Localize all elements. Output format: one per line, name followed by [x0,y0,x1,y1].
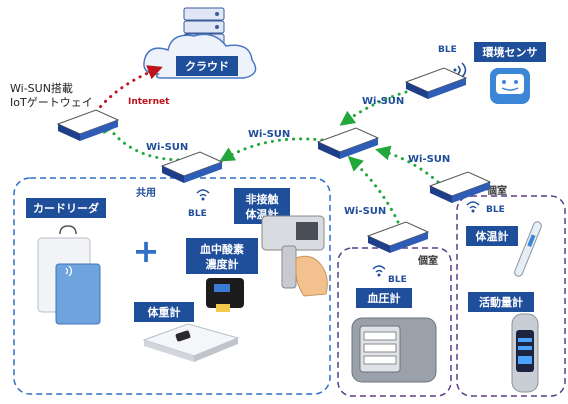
wisun-label-3: Wi-SUN [362,96,404,107]
room-2-title: 個室 [486,184,507,197]
shared-area-title: 共用 [136,186,156,199]
card-reader-label-box [26,198,106,218]
blood-pressure-label: 血圧計 [368,291,401,305]
oximeter-label-1: 血中酸素 [200,242,244,256]
thermometer-label: 体温計 [476,229,509,243]
wisun-module-room2 [428,171,492,203]
wisun-link-4 [375,145,440,184]
scale-icon [142,323,240,362]
wireless-icon [453,62,467,78]
card-reader-label: カードリーダ [33,201,99,215]
wisun-label-4: Wi-SUN [408,154,450,165]
contactless-thermometer-label-1: 非接触 [246,192,279,206]
scale-label-box [134,302,194,322]
blood-pressure-label-box [356,288,412,308]
env-sensor-ble-label: BLE [438,45,457,55]
internet-label: Internet [128,97,170,107]
gateway-device [56,109,120,141]
contactless-thermometer-icon [261,215,328,297]
wisun-label-5: Wi-SUN [344,206,386,217]
wireless-icon [372,265,386,277]
internet-link [94,65,163,114]
wisun-module-env [404,67,468,99]
shared-area-border [13,177,331,395]
thermometer-label-box [466,226,518,246]
env-sensor-label: 環境センサ [483,45,538,59]
wisun-label-1: Wi-SUN [146,142,188,153]
env-sensor-label-box [474,42,546,62]
shared-ble-label: BLE [188,209,207,219]
wisun-link-3 [339,90,408,126]
wisun-link-5 [347,155,400,224]
card-reader-icon [37,225,101,325]
env-sensor-device-icon [490,68,530,104]
room1-ble-label: BLE [388,275,407,285]
gateway-label-line1: Wi-SUN搭載 [10,82,73,95]
oximeter-icon [206,278,244,312]
blood-pressure-monitor-icon [351,317,437,383]
thermometer-icon [514,221,542,277]
wisun-link-2 [219,137,324,162]
plus-icon: + [133,232,160,270]
cloud-label: クラウド [185,60,229,73]
wisun-module-hub [316,127,380,159]
wireless-icon [196,189,210,201]
gateway-label-line2: IoTゲートウェイ [10,96,93,109]
activity-meter-label-box [468,292,534,312]
cloud-label-box [176,56,238,76]
wisun-module-1 [160,151,224,183]
room-2-border [456,195,566,397]
room2-ble-label: BLE [486,205,505,215]
wisun-label-2: Wi-SUN [248,129,290,140]
wisun-module-room1 [366,221,430,253]
activity-meter-label: 活動量計 [479,295,523,309]
scale-label: 体重計 [148,305,181,319]
oximeter-label-2: 濃度計 [206,257,239,271]
room-1-title: 個室 [417,254,438,267]
wireless-icon [466,201,480,213]
oximeter-label-box [186,238,258,274]
activity-tracker-icon [511,313,539,393]
